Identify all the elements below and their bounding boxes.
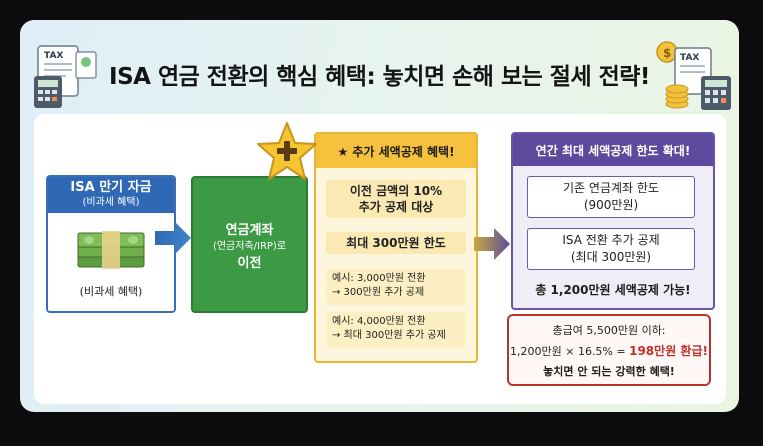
refund-line1: 총급여 5,500만원 이하: — [552, 324, 666, 337]
extra-credit-panel: ★ 추가 세액공제 혜택! 이전 금액의 10% 추가 공제 대상 최대 300… — [314, 132, 478, 363]
svg-text:$: $ — [663, 46, 671, 60]
tax-coins-calculator-icon: $ TAX — [656, 41, 731, 110]
isa-maturity-box: ISA 만기 자금 (비과세 혜택) (비과세 혜택) — [46, 175, 176, 313]
right-arrow-icon — [155, 222, 191, 254]
example1-line2: → 300만원 추가 공제 — [332, 287, 425, 298]
example2-line1: 예시: 4,000만원 전환 — [332, 316, 426, 327]
annual-total: 총 1,200만원 세액공제 가능! — [535, 283, 691, 297]
tax-calculator-icon: TAX — [34, 45, 97, 108]
refund-line2: 1,200만원 × 16.5% = 198만원 환급! — [509, 341, 709, 362]
added-credit-box: ISA 전환 추가 공제 (최대 300만원) — [527, 228, 695, 270]
transfer-line1: 연금계좌 — [225, 223, 274, 238]
isa-box-footer: (비과세 혜택) — [79, 285, 143, 298]
money-stack-icon — [77, 231, 145, 269]
existing-limit-box: 기존 연금계좌 한도 (900만원) — [527, 176, 695, 218]
pension-transfer-box: 연금계좌 (연금저축/IRP)로 이전 — [191, 176, 308, 313]
extra-credit-header: ★ 추가 세액공제 혜택! — [316, 134, 476, 168]
refund-formula: 1,200만원 × 16.5% = — [510, 345, 630, 358]
annual-limit-panel: 연간 최대 세액공제 한도 확대! 기존 연금계좌 한도 (900만원) ISA… — [511, 132, 715, 310]
example-2: 예시: 4,000만원 전환 → 최대 300만원 추가 공제 — [326, 312, 466, 348]
plus-star-icon — [257, 122, 317, 180]
isa-box-header: ISA 만기 자금 (비과세 혜택) — [48, 177, 174, 213]
isa-box-title: ISA 만기 자금 — [70, 180, 152, 195]
refund-box: 총급여 5,500만원 이하: 1,200만원 × 16.5% = 198만원 … — [507, 314, 711, 386]
existing-line1: 기존 연금계좌 한도 — [563, 181, 659, 195]
extra-credit-limit: 최대 300만원 한도 — [326, 232, 466, 254]
svg-text:TAX: TAX — [44, 51, 63, 61]
extra-credit-rate: 이전 금액의 10% 추가 공제 대상 — [326, 180, 466, 218]
rate-line1: 이전 금액의 10% — [349, 184, 443, 198]
isa-box-subtitle: (비과세 혜택) — [82, 197, 140, 208]
example2-line2: → 최대 300만원 추가 공제 — [332, 330, 446, 341]
right-arrow-icon — [474, 228, 510, 260]
example1-line1: 예시: 3,000만원 전환 — [332, 273, 426, 284]
refund-amount: 198만원 환급! — [629, 344, 708, 358]
transfer-line3: 이전 — [237, 256, 262, 271]
page-title: ISA 연금 전환의 핵심 혜택: 놓치면 손해 보는 절세 전략! — [109, 64, 650, 90]
refund-line3: 놓치면 안 되는 강력한 혜택! — [543, 365, 675, 378]
rate-line2: 추가 공제 대상 — [358, 200, 434, 214]
transfer-line2: (연금저축/IRP)로 — [212, 241, 287, 252]
existing-line2: (900만원) — [583, 198, 639, 212]
added-line1: ISA 전환 추가 공제 — [562, 233, 660, 247]
annual-limit-header: 연간 최대 세액공제 한도 확대! — [513, 134, 713, 166]
added-line2: (최대 300만원) — [570, 250, 652, 264]
svg-text:TAX: TAX — [680, 53, 699, 63]
example-1: 예시: 3,000만원 전환 → 300만원 추가 공제 — [326, 269, 466, 305]
